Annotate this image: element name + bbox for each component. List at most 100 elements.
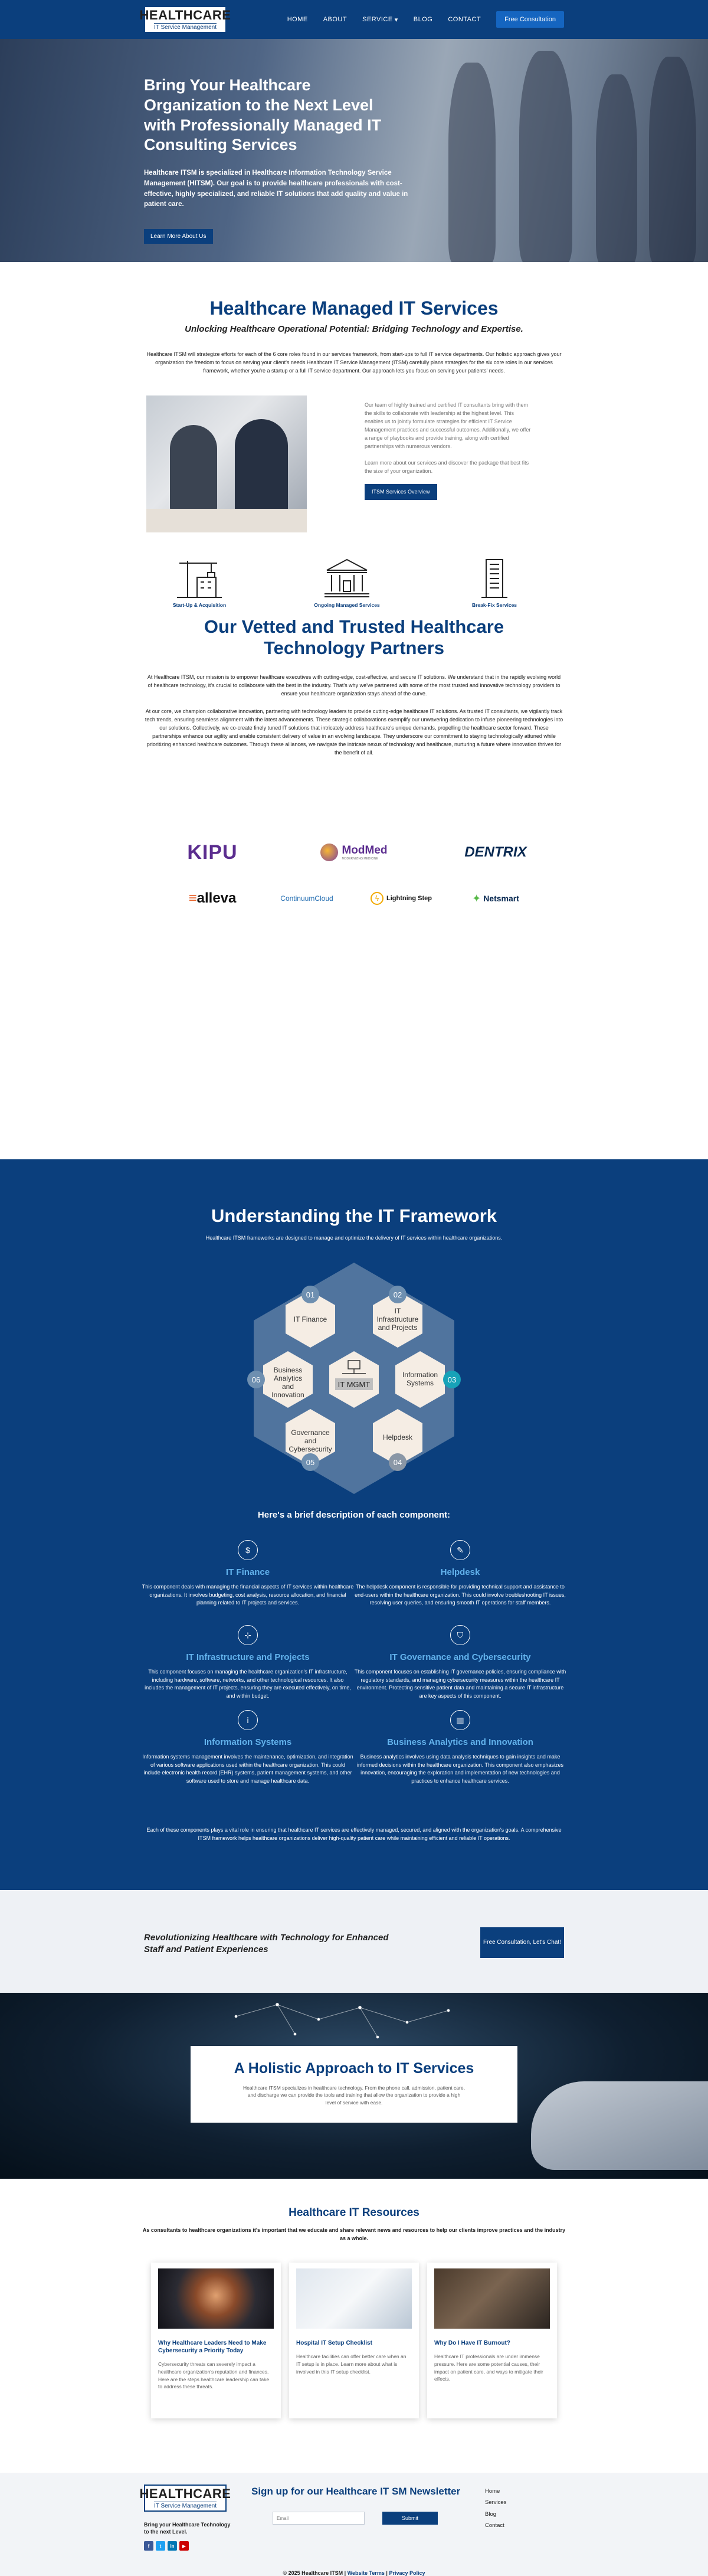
nav-about[interactable]: ABOUT [323,16,348,23]
partner-logo-dentrix: DENTRIX [464,844,527,860]
resource-card-title[interactable]: Why Healthcare Leaders Need to Make Cybe… [158,2340,267,2354]
website-terms-link[interactable]: Website Terms [347,2570,385,2576]
tower-building-icon [481,559,507,598]
hero-title: Bring Your Healthcare Organization to th… [144,76,382,154]
service-break-fix[interactable]: Break-Fix Services [441,557,548,608]
band-text: Revolutionizing Healthcare with Technolo… [144,1933,389,1954]
dollar-icon: $ [238,1540,258,1560]
resource-card[interactable]: Hospital IT Setup Checklist Healthcare f… [289,2263,419,2418]
svg-text:02: 02 [394,1290,402,1299]
itsm-services-overview-button[interactable]: ITSM Services Overview [365,483,437,501]
holistic-approach-section: A Holistic Approach to IT Services Healt… [0,1993,708,2179]
partners-section: Our Vetted and Trusted Healthcare Techno… [0,610,708,1159]
it-framework-hexagon-diagram: IT Finance 01 IT Infrastructure and Proj… [247,1263,461,1494]
hero-banner: Bring Your Healthcare Organization to th… [0,39,708,262]
hex-governance-cybersecurity[interactable]: Governance and Cybersecurity 05 [286,1409,335,1471]
framework-footer-text: Each of these components plays a vital r… [146,1827,562,1841]
lets-chat-button[interactable]: Free Consultation, Let's Chat! [480,1927,564,1958]
component-text: Business analytics involves using data a… [356,1754,564,1784]
hex-it-infrastructure[interactable]: IT Infrastructure and Projects 02 [373,1286,422,1348]
holistic-text: Healthcare ITSM specializes in healthcar… [243,2085,465,2106]
svg-text:03: 03 [448,1375,456,1384]
lightning-bolt-icon: ϟ [371,892,384,905]
twitter-icon[interactable]: t [156,2541,165,2551]
resources-section: Healthcare IT Resources As consultants t… [0,2179,708,2473]
framework-title: Understanding the IT Framework [211,1205,497,1226]
resource-card[interactable]: Why Do I Have IT Burnout? Healthcare IT … [427,2263,557,2418]
site-footer: HEALTHCARE IT Service Management Bring y… [0,2473,708,2576]
nav-contact[interactable]: CONTACT [448,16,481,23]
svg-text:Innovation: Innovation [271,1391,304,1399]
nav-service-label: SERVICE [362,16,393,23]
learn-more-button[interactable]: Learn More About Us [144,229,213,244]
footer-link-services[interactable]: Services [485,2499,507,2506]
business-meeting-photo [146,395,307,532]
svg-text:06: 06 [252,1375,260,1384]
chevron-down-icon: ▾ [394,16,398,24]
hex-helpdesk[interactable]: Helpdesk 04 [373,1409,422,1471]
component-text: This component focuses on establishing I… [354,1669,566,1699]
it-framework-section: Understanding the IT Framework Healthcar… [0,1159,708,1890]
newsletter-email-input[interactable] [273,2512,365,2525]
hero-figure-decoration [448,63,496,262]
footer-links: Home Services Blog Contact [485,2486,506,2532]
facebook-icon[interactable]: f [144,2541,153,2551]
footer-logo[interactable]: HEALTHCARE IT Service Management [140,2485,231,2512]
hex-it-mgmt-center: IT MGMT [329,1351,379,1408]
svg-text:IT: IT [395,1307,401,1315]
component-text: This component deals with managing the f… [142,1584,354,1606]
info-icon: i [238,1710,258,1730]
managed-it-section: Healthcare Managed IT Services Unlocking… [0,262,708,610]
nav-service[interactable]: SERVICE ▾ [362,16,398,24]
hex-information-systems[interactable]: Information Systems 03 [395,1351,461,1408]
svg-text:Information: Information [402,1371,438,1379]
copyright-bar: © 2025 Healthcare ITSM | Website Terms |… [283,2570,425,2576]
component-text: The helpdesk component is responsible fo… [355,1584,566,1606]
logo-word: HEALTHCARE [139,7,231,22]
crane-building-icon [177,561,222,598]
svg-text:and: and [282,1382,294,1391]
svg-text:Governance: Governance [291,1428,330,1437]
resource-card[interactable]: Why Healthcare Leaders Need to Make Cybe… [151,2263,281,2418]
partners-paragraph: At Healthcare ITSM, our mission is to em… [147,674,561,697]
component-governance: ⛉ IT Governance and Cybersecurity This c… [354,1625,566,1700]
hex-it-finance[interactable]: IT Finance 01 [286,1286,335,1348]
youtube-icon[interactable]: ▶ [179,2541,189,2551]
footer-link-contact[interactable]: Contact [485,2522,504,2529]
component-title: Helpdesk [440,1567,480,1577]
hero-text: Healthcare ITSM is specialized in Health… [144,169,408,208]
hex-business-analytics[interactable]: Business Analytics and Innovation 06 [247,1351,313,1408]
privacy-policy-link[interactable]: Privacy Policy [389,2570,425,2576]
chart-icon: ▥ [450,1710,470,1730]
component-title: IT Governance and Cybersecurity [389,1652,531,1662]
free-consultation-button[interactable]: Free Consultation [496,11,564,28]
partner-logo-continuumcloud: ContinuumCloud [280,894,333,903]
newsletter-form: Submit [273,2512,438,2525]
network-icon [342,1360,366,1374]
logo-subtitle: IT Service Management [154,22,217,31]
newsletter-title: Sign up for our Healthcare IT SM Newslet… [251,2486,461,2497]
newsletter-submit-button[interactable]: Submit [382,2512,438,2525]
managed-paragraph: Learn more about our services and discov… [365,459,529,474]
service-startup[interactable]: Start-Up & Acquisition [146,557,253,608]
footer-link-home[interactable]: Home [485,2488,500,2495]
resources-subtitle: As consultants to healthcare organizatio… [142,2227,566,2241]
svg-text:Analytics: Analytics [274,1374,302,1382]
footer-link-blog[interactable]: Blog [485,2510,497,2518]
svg-text:Systems: Systems [407,1379,434,1387]
nav-blog[interactable]: BLOG [413,16,433,23]
svg-text:Cybersecurity: Cybersecurity [289,1445,332,1453]
site-logo[interactable]: HEALTHCARE IT Service Management [140,6,231,33]
svg-text:Helpdesk: Helpdesk [383,1433,413,1441]
linkedin-icon[interactable]: in [168,2541,177,2551]
consultation-band: Revolutionizing Healthcare with Technolo… [0,1890,708,1993]
nav-home[interactable]: HOME [287,16,308,23]
burnout-image [434,2268,550,2329]
bank-building-icon [324,558,369,597]
logo-word: HEALTHCARE [139,2486,231,2501]
resource-card-title[interactable]: Why Do I Have IT Burnout? [434,2340,510,2346]
service-ongoing[interactable]: Ongoing Managed Services [294,557,400,608]
framework-subtitle: Healthcare ITSM frameworks are designed … [205,1235,503,1241]
holistic-title: A Holistic Approach to IT Services [234,2060,474,2077]
resource-card-title[interactable]: Hospital IT Setup Checklist [296,2340,372,2346]
